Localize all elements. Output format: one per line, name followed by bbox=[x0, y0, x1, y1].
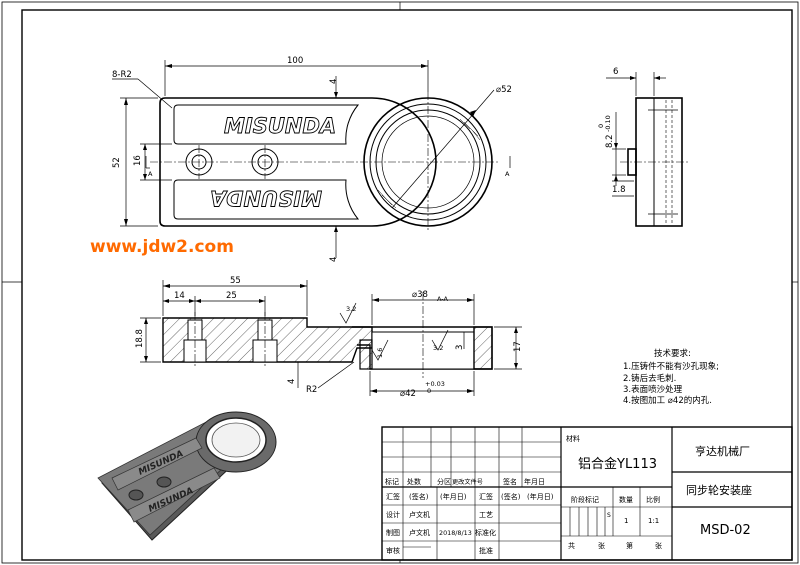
dim-bore-38: ⌀38 bbox=[412, 290, 428, 300]
dim-step: 1.8 bbox=[612, 185, 626, 195]
dim-tab-tol-upper: 0 bbox=[597, 124, 605, 128]
tech-title: 技术要求: bbox=[654, 348, 691, 359]
watermark: www.jdw2.com bbox=[90, 237, 234, 257]
tech-item: 1.压铸件不能有沙孔现象; bbox=[623, 361, 719, 372]
section-view: 55 14 25 ⌀38 A-A 18.8 17 3 bbox=[135, 276, 523, 399]
row-cell: 2018/8/13 bbox=[439, 529, 472, 537]
dim-height-17: 17 bbox=[513, 341, 523, 352]
row-cell: 工艺 bbox=[479, 511, 493, 519]
dim-tab-tol-lower: -0.10 bbox=[604, 115, 612, 132]
row-cell: (年月日) bbox=[440, 492, 467, 501]
roughness-value-c: 1.6 bbox=[376, 348, 384, 358]
dim-bore-42-tol-lower: 0 bbox=[427, 387, 431, 395]
roughness-symbol-c bbox=[371, 339, 389, 361]
section-mark-right: A bbox=[505, 170, 510, 178]
drawing-number: MSD-02 bbox=[700, 523, 751, 538]
dim-rib-top: 4 bbox=[329, 79, 339, 84]
row-cell: (签名) bbox=[501, 492, 521, 501]
scale-label: 比例 bbox=[646, 495, 660, 504]
dim-ring-diameter: ⌀52 bbox=[496, 85, 512, 95]
row-cell: (签名) bbox=[409, 492, 429, 501]
sheet-number-label: 第 bbox=[626, 541, 633, 550]
stage-label: 阶段标记 bbox=[571, 495, 599, 504]
dim-bore-42-tol-upper: +0.03 bbox=[425, 380, 445, 388]
dim-thickness: 6 bbox=[613, 67, 618, 77]
row-cell: 卢文机 bbox=[409, 528, 430, 537]
row-cell: 卢文机 bbox=[409, 510, 430, 519]
header-cell: 签名 bbox=[503, 477, 517, 486]
dim-rib-bottom: 4 bbox=[329, 257, 339, 262]
dim-offset-14: 14 bbox=[174, 291, 185, 301]
tech-item: 4.按图加工 ⌀42的内孔. bbox=[623, 395, 712, 406]
dim-radius-r2: R2 bbox=[306, 385, 317, 395]
row-cell: 汇签 bbox=[386, 492, 400, 501]
dim-corner-radius: 8-R2 bbox=[112, 70, 132, 80]
material-label: 材料 bbox=[566, 434, 580, 443]
dim-depth-3: 3 bbox=[455, 345, 465, 350]
material-value: 铝合金YL113 bbox=[578, 456, 657, 472]
title-block-text: 材料 铝合金YL113 亨达机械厂 同步轮安装座 MSD-02 标记 处数 分区… bbox=[385, 434, 752, 555]
row-cell: 标准化 bbox=[475, 528, 496, 537]
qty-label: 数量 bbox=[619, 495, 633, 504]
dim-length-55: 55 bbox=[230, 276, 241, 286]
dim-overall-height: 52 bbox=[112, 157, 122, 168]
title-block bbox=[381, 426, 793, 561]
tech-item: 3.表面喷沙处理 bbox=[623, 384, 683, 395]
roughness-value-a: 3.2 bbox=[346, 305, 356, 313]
row-cell: 制图 bbox=[386, 528, 400, 537]
brand-text-top: MISUNDA bbox=[224, 114, 336, 138]
dim-overall-length: 100 bbox=[287, 56, 303, 66]
header-cell: 更改文件号 bbox=[452, 478, 483, 486]
section-label: A-A bbox=[437, 295, 449, 303]
sheet-unit-a: 张 bbox=[598, 541, 605, 550]
dim-slot-width: 16 bbox=[133, 155, 143, 166]
scale-value: 1:1 bbox=[648, 517, 659, 525]
tech-item: 2.铸后去毛刺. bbox=[623, 373, 676, 384]
row-cell: 设计 bbox=[386, 510, 400, 519]
side-view: 6 8.2 0 -0.10 1.8 bbox=[597, 67, 690, 227]
dim-tab-height: 8.2 bbox=[605, 134, 615, 148]
part-name: 同步轮安装座 bbox=[686, 483, 752, 497]
header-cell: 年月日 bbox=[524, 477, 545, 486]
header-cell: 处数 bbox=[407, 477, 421, 486]
qty-value: 1 bbox=[624, 517, 628, 525]
company-name: 亨达机械厂 bbox=[695, 444, 750, 458]
header-cell: 分区 bbox=[437, 477, 451, 486]
dim-step-4: 4 bbox=[287, 379, 297, 384]
roughness-symbol-b bbox=[431, 329, 449, 351]
section-mark-left: A bbox=[148, 170, 153, 178]
dim-spacing-25: 25 bbox=[226, 291, 237, 301]
header-cell: 标记 bbox=[385, 477, 399, 486]
iso-view: MISUNDA MISUNDA bbox=[97, 411, 277, 541]
row-cell: 审核 bbox=[386, 546, 400, 555]
total-sheets-label: 共 bbox=[568, 541, 575, 550]
dim-bore-42: ⌀42 bbox=[400, 389, 416, 399]
stage-value: S bbox=[607, 512, 611, 519]
sheet-unit-b: 张 bbox=[655, 541, 662, 550]
roughness-value-b: 3.2 bbox=[433, 344, 443, 352]
row-cell: 汇签 bbox=[479, 492, 493, 501]
tech-requirements: 技术要求: 1.压铸件不能有沙孔现象; 2.铸后去毛刺. 3.表面喷沙处理 4.… bbox=[623, 348, 719, 406]
dim-height-18-8: 18.8 bbox=[135, 329, 145, 348]
roughness-symbol-a bbox=[339, 302, 357, 324]
brand-text-bottom: MISUNDA bbox=[210, 186, 322, 210]
row-cell: 批准 bbox=[479, 546, 493, 555]
top-view: MISUNDA MISUNDA 100 8-R2 52 16 4 4 bbox=[112, 56, 512, 262]
row-cell: (年月日) bbox=[527, 492, 554, 501]
